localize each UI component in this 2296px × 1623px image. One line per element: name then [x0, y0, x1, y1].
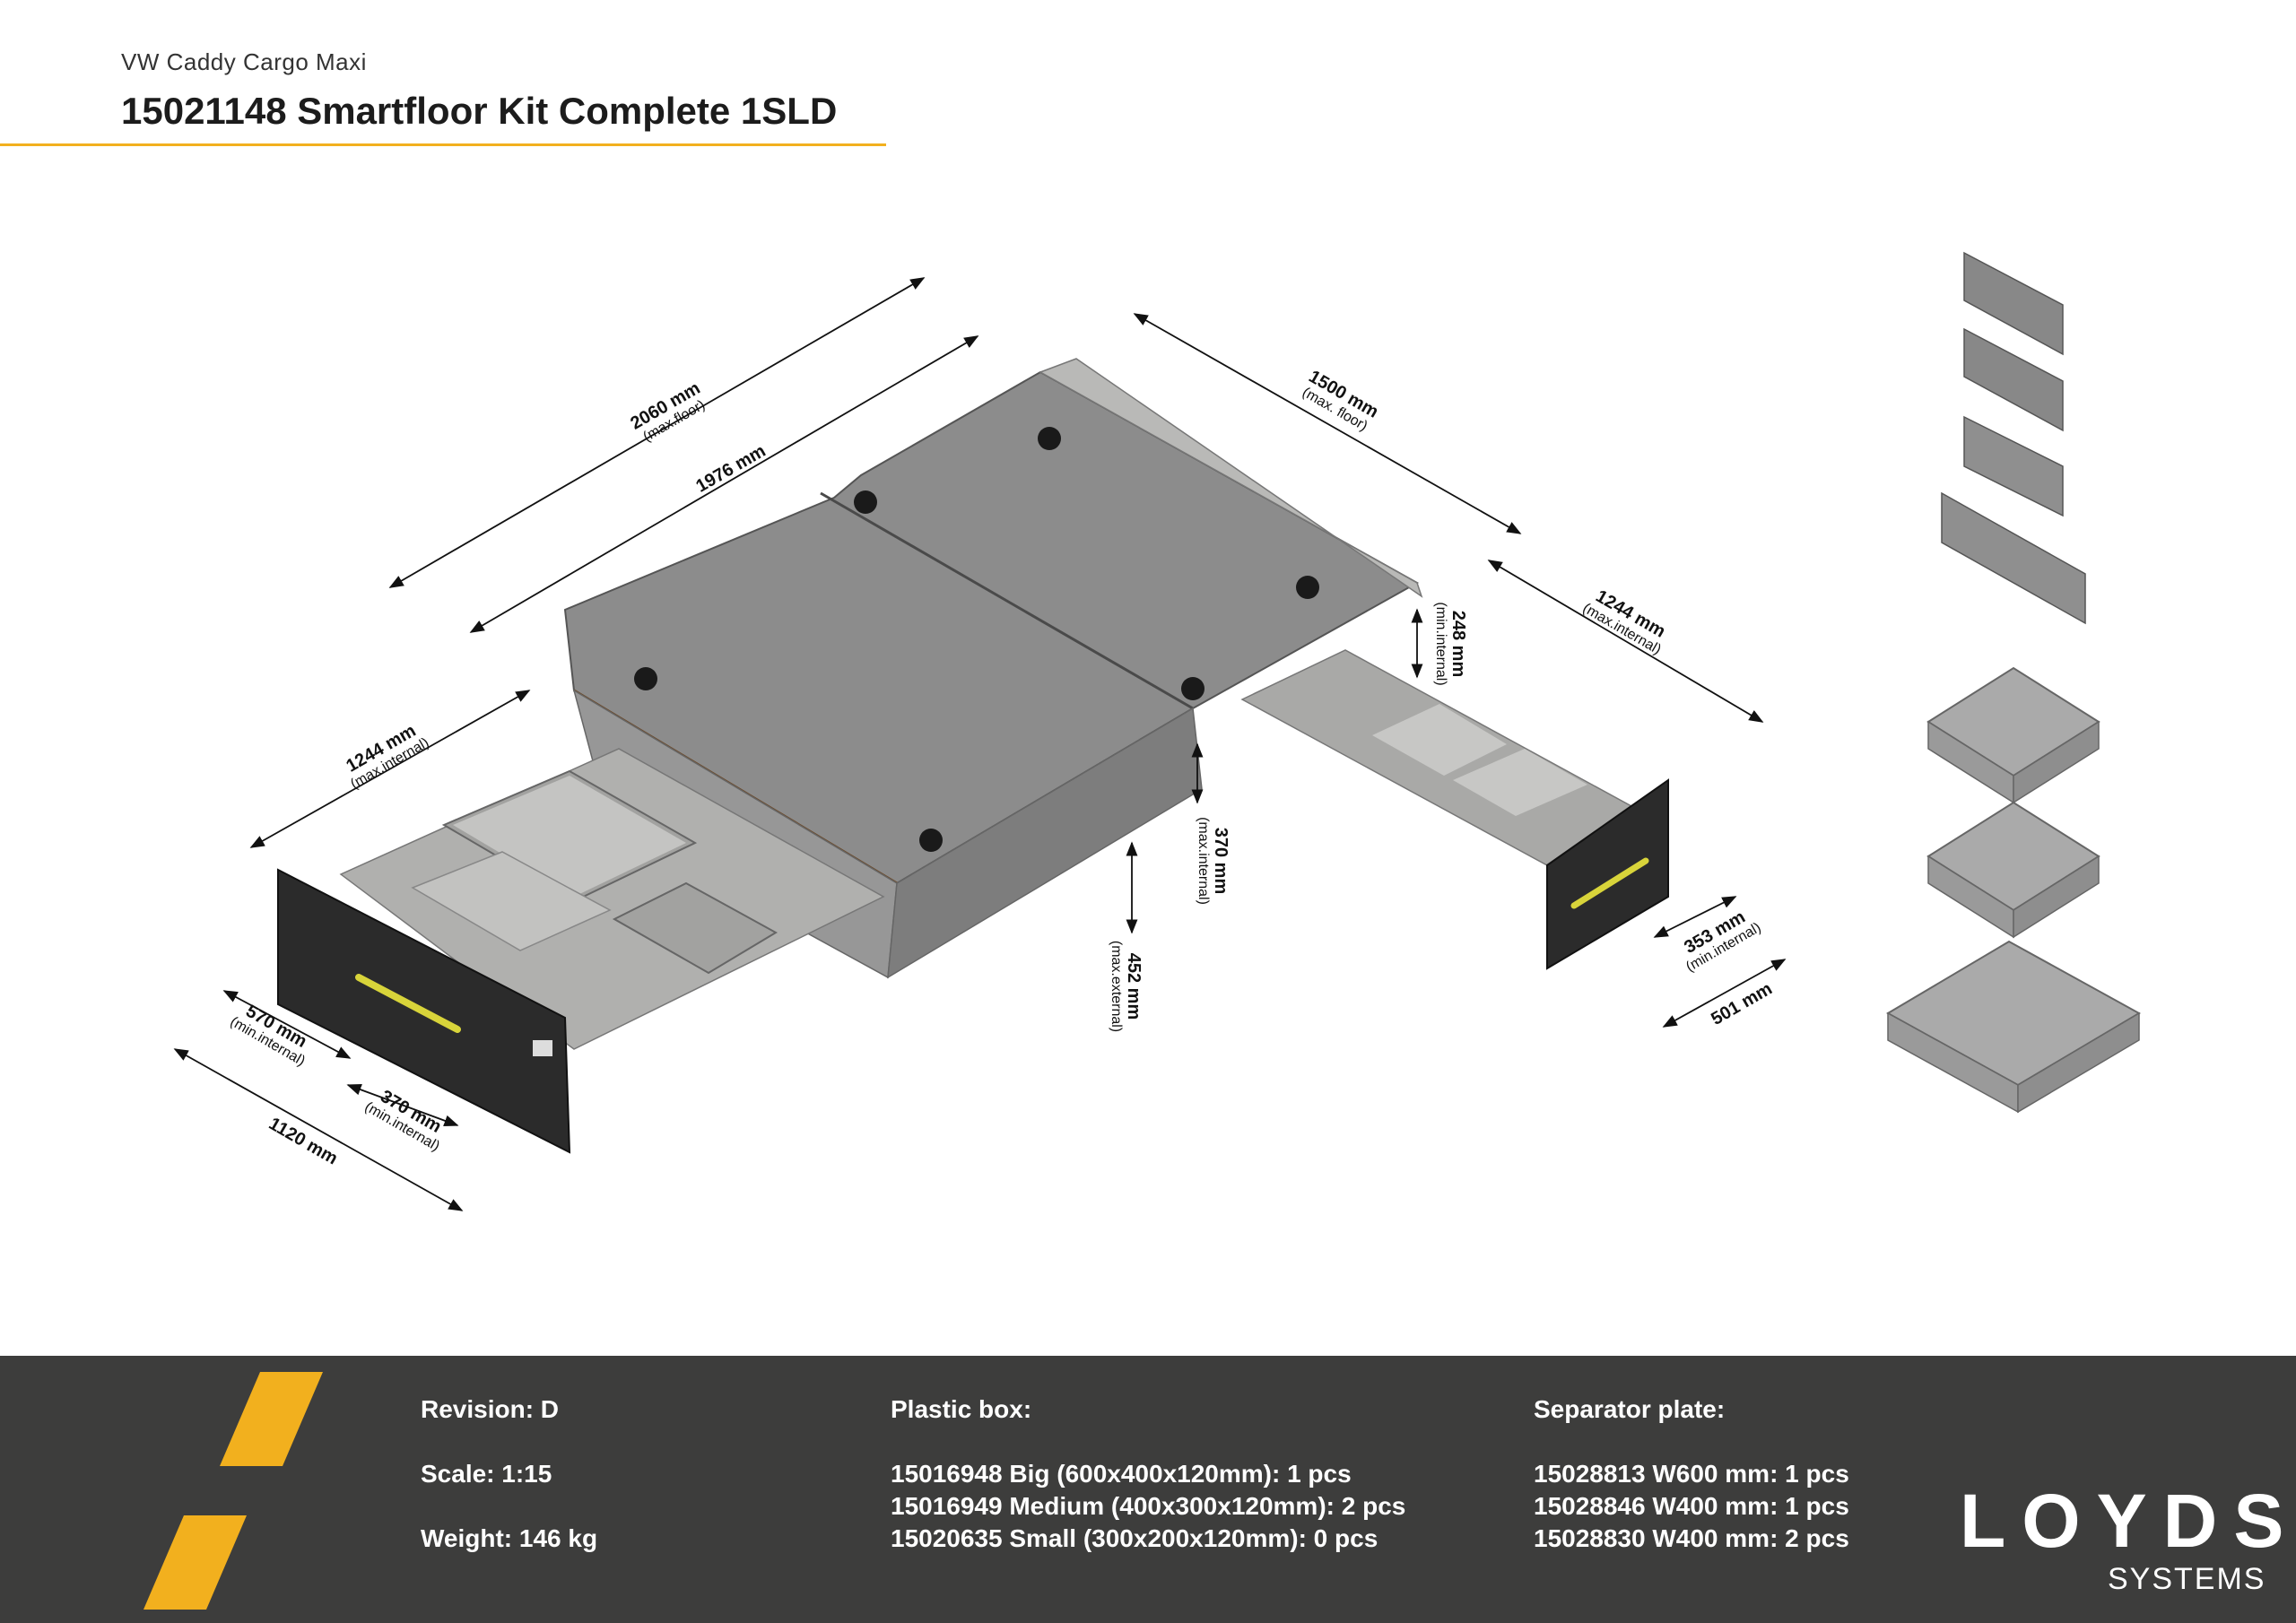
- loyds-logo-subtext: SYSTEMS: [2108, 1562, 2266, 1596]
- right-drawer: [1240, 649, 1669, 970]
- weight-label: Weight: 146 kg: [421, 1524, 598, 1552]
- plastic-box-item: 15016948 Big (600x400x120mm): 1 pcs: [891, 1460, 1352, 1488]
- technical-drawing: 2060 mm (max.floor) 1976 mm 1500 mm (max…: [173, 251, 2142, 1211]
- accent-stripe-top: [220, 1372, 323, 1466]
- revision-label: Revision: D: [421, 1395, 560, 1423]
- dim-248: 248 mm: [1448, 611, 1468, 678]
- vehicle-subtitle: VW Caddy Cargo Maxi: [121, 48, 367, 75]
- dimension-lines: [173, 277, 1787, 1211]
- separator-plate-heading: Separator plate:: [1534, 1395, 1726, 1423]
- scale-label: Scale: 1:15: [421, 1460, 552, 1488]
- separator-plate-item: 15028846 W400 mm: 1 pcs: [1534, 1492, 1849, 1520]
- dim-370-max: 370 mm: [1211, 828, 1231, 895]
- dim-452-note: (max.external): [1109, 941, 1124, 1032]
- separator-plate-item: 15028813 W600 mm: 1 pcs: [1534, 1460, 1849, 1488]
- separator-plates: [1941, 251, 2086, 625]
- plastic-box-item: 15020635 Small (300x200x120mm): 0 pcs: [891, 1524, 1378, 1552]
- separator-plate-item: 15028830 W400 mm: 2 pcs: [1534, 1524, 1849, 1552]
- dim-370-max-note: (max.internal): [1196, 817, 1211, 905]
- plastic-box-item: 15016949 Medium (400x300x120mm): 2 pcs: [891, 1492, 1406, 1520]
- page-title: 15021148 Smartfloor Kit Complete 1SLD: [121, 90, 838, 132]
- loyds-logo: LOYDS: [1960, 1479, 2296, 1563]
- dim-501: 501 mm: [1708, 979, 1776, 1029]
- plastic-boxes: [1885, 666, 2142, 1114]
- accent-stripe-bottom: [144, 1515, 247, 1610]
- footer-bar: Revision: D Scale: 1:15 Weight: 146 kg P…: [0, 1356, 2296, 1623]
- title-underline: [0, 143, 886, 146]
- dim-248-note: (min.internal): [1433, 602, 1448, 685]
- plastic-box-heading: Plastic box:: [891, 1395, 1032, 1423]
- dim-1976: 1976 mm: [692, 441, 769, 497]
- dim-452: 452 mm: [1124, 953, 1144, 1020]
